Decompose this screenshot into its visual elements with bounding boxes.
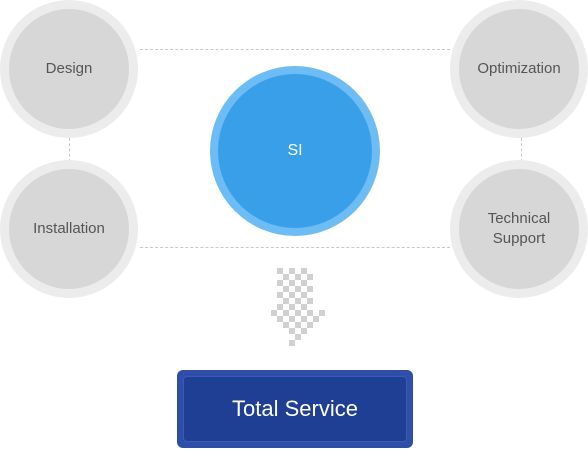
down-arrow-icon [271,268,325,346]
node-technical-support-line1: Technical [487,210,551,227]
connector-left [69,138,70,162]
node-optimization: Optimization [450,0,588,138]
center-si-circle: SI [210,66,380,236]
node-optimization-label: Optimization [459,9,579,129]
node-design: Design [0,0,138,138]
total-service-box: Total Service [177,370,413,448]
total-service-label: Total Service [183,376,407,442]
node-installation: Installation [0,160,138,298]
connector-top [140,49,450,50]
node-installation-label: Installation [9,169,129,289]
connector-right [521,138,522,162]
node-technical-support-label: Technical Support [459,169,579,289]
node-technical-support-line2: Support [492,230,546,247]
connector-bottom [140,247,450,248]
node-design-label: Design [9,9,129,129]
node-technical-support: Technical Support [450,160,588,298]
center-si-label: SI [218,74,372,228]
